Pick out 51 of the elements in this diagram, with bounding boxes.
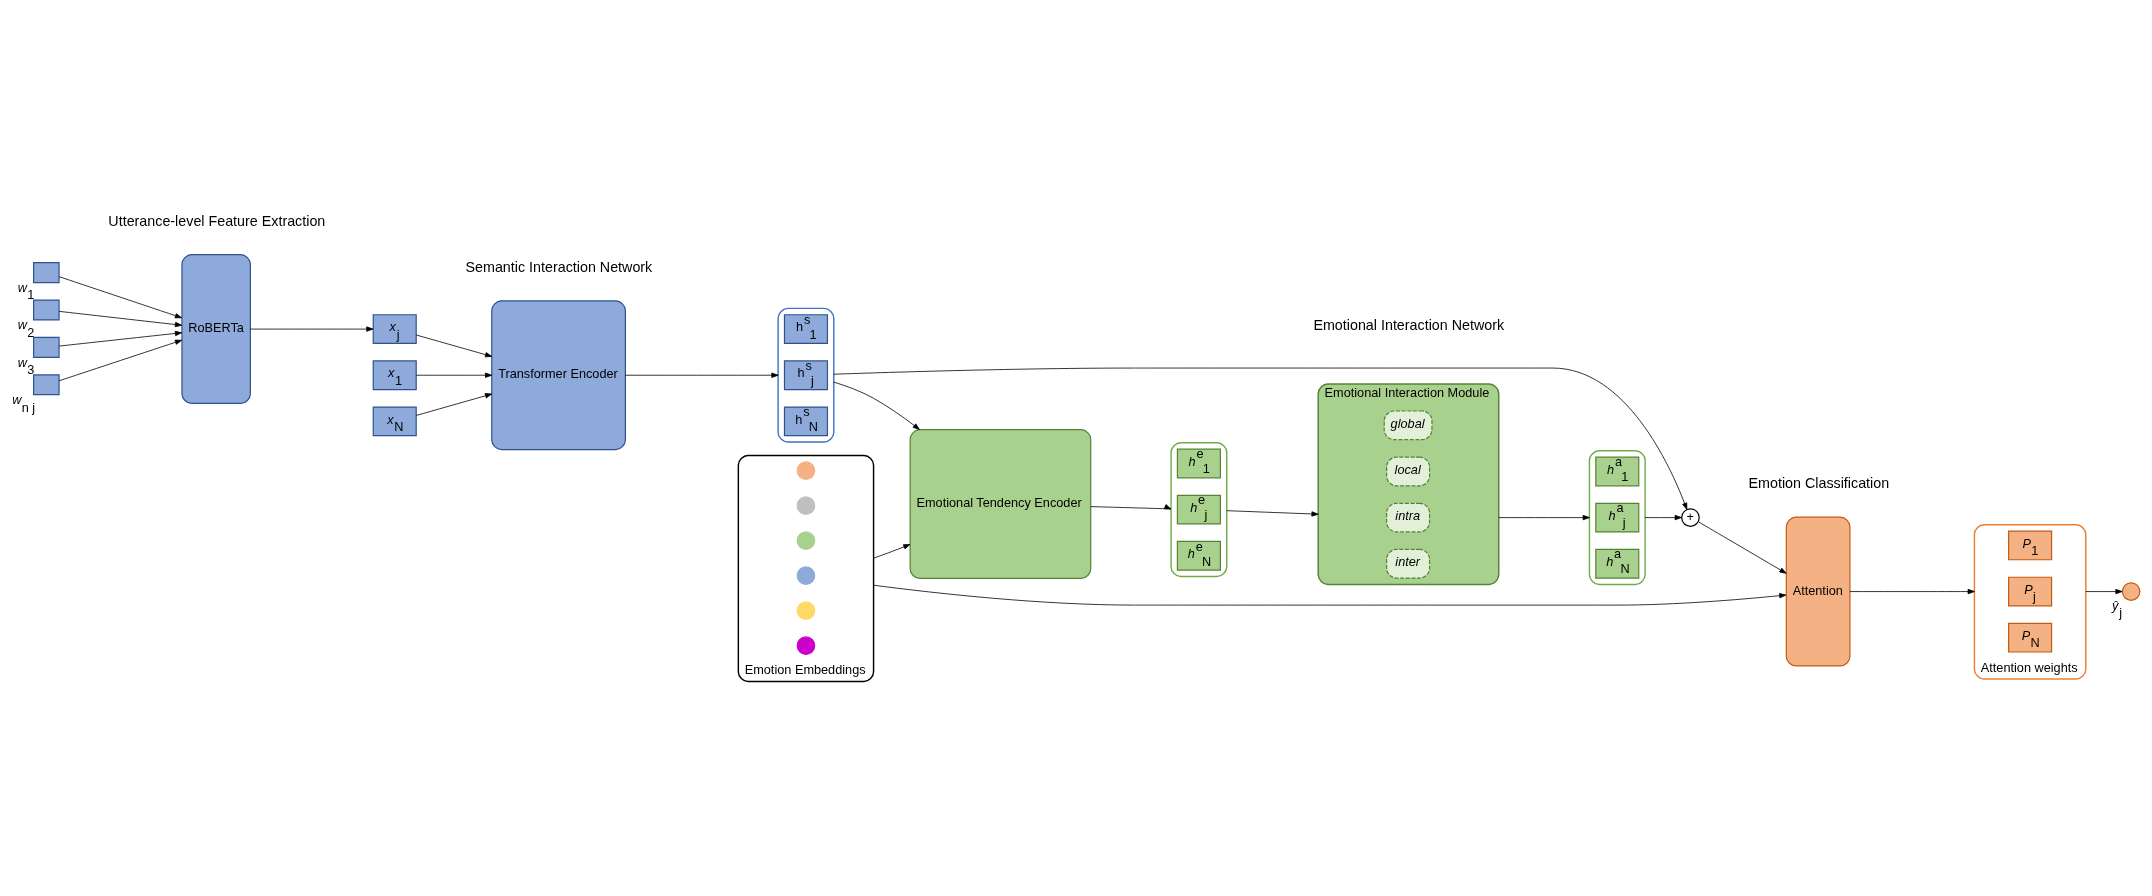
arrow xyxy=(873,584,1787,606)
node-circle xyxy=(2121,582,2141,601)
node-circle xyxy=(796,566,816,585)
cluster xyxy=(777,307,835,443)
arrow xyxy=(833,381,920,430)
node-box: RoBERTa xyxy=(181,254,251,405)
node-box: intra xyxy=(1386,502,1431,533)
node-circle xyxy=(796,636,816,655)
label: Emotion Classification xyxy=(1748,475,1890,492)
arrow xyxy=(1226,510,1319,517)
arrow xyxy=(416,393,493,416)
node-box: global xyxy=(1383,410,1433,441)
node-box xyxy=(33,299,60,321)
node-circle xyxy=(796,461,816,480)
arrow xyxy=(2085,588,2123,595)
node-box: Attention xyxy=(1785,516,1851,667)
arrow xyxy=(416,334,493,358)
label: Emotional Interaction Network xyxy=(1313,317,1505,334)
label: Semantic Interaction Network xyxy=(465,259,653,276)
label: Utterance-level Feature Extraction xyxy=(108,213,326,229)
arrow xyxy=(625,372,779,378)
node-circle: + xyxy=(1681,508,1700,527)
arrow xyxy=(1498,514,1590,521)
cluster xyxy=(1973,524,2087,680)
arrow xyxy=(873,544,911,559)
arrow xyxy=(1090,504,1172,510)
arrow xyxy=(58,276,183,319)
node-box xyxy=(33,374,60,396)
cluster xyxy=(737,454,875,683)
arrow xyxy=(58,330,183,347)
node-label: Attention weights xyxy=(1980,659,2078,675)
arrow xyxy=(1698,521,1787,574)
arrow xyxy=(833,367,1688,510)
node-circle xyxy=(796,496,816,515)
arrow xyxy=(1644,514,1682,521)
node-box: Transformer Encoder xyxy=(491,300,626,451)
node-box: local xyxy=(1386,456,1431,487)
node-box xyxy=(33,262,60,284)
arrow xyxy=(416,372,493,378)
arrow xyxy=(1849,588,1975,595)
node-circle xyxy=(796,531,816,550)
node-label: Emotion Embeddings xyxy=(744,662,866,678)
node-box: Emotional Tendency Encoder xyxy=(909,429,1092,580)
arrow xyxy=(58,310,183,328)
cluster xyxy=(1588,450,1646,586)
arrow xyxy=(250,326,374,332)
arrow xyxy=(58,339,183,382)
node-box xyxy=(33,336,60,358)
node-circle xyxy=(796,601,816,620)
cluster xyxy=(1170,442,1228,578)
node-box: inter xyxy=(1386,548,1431,579)
